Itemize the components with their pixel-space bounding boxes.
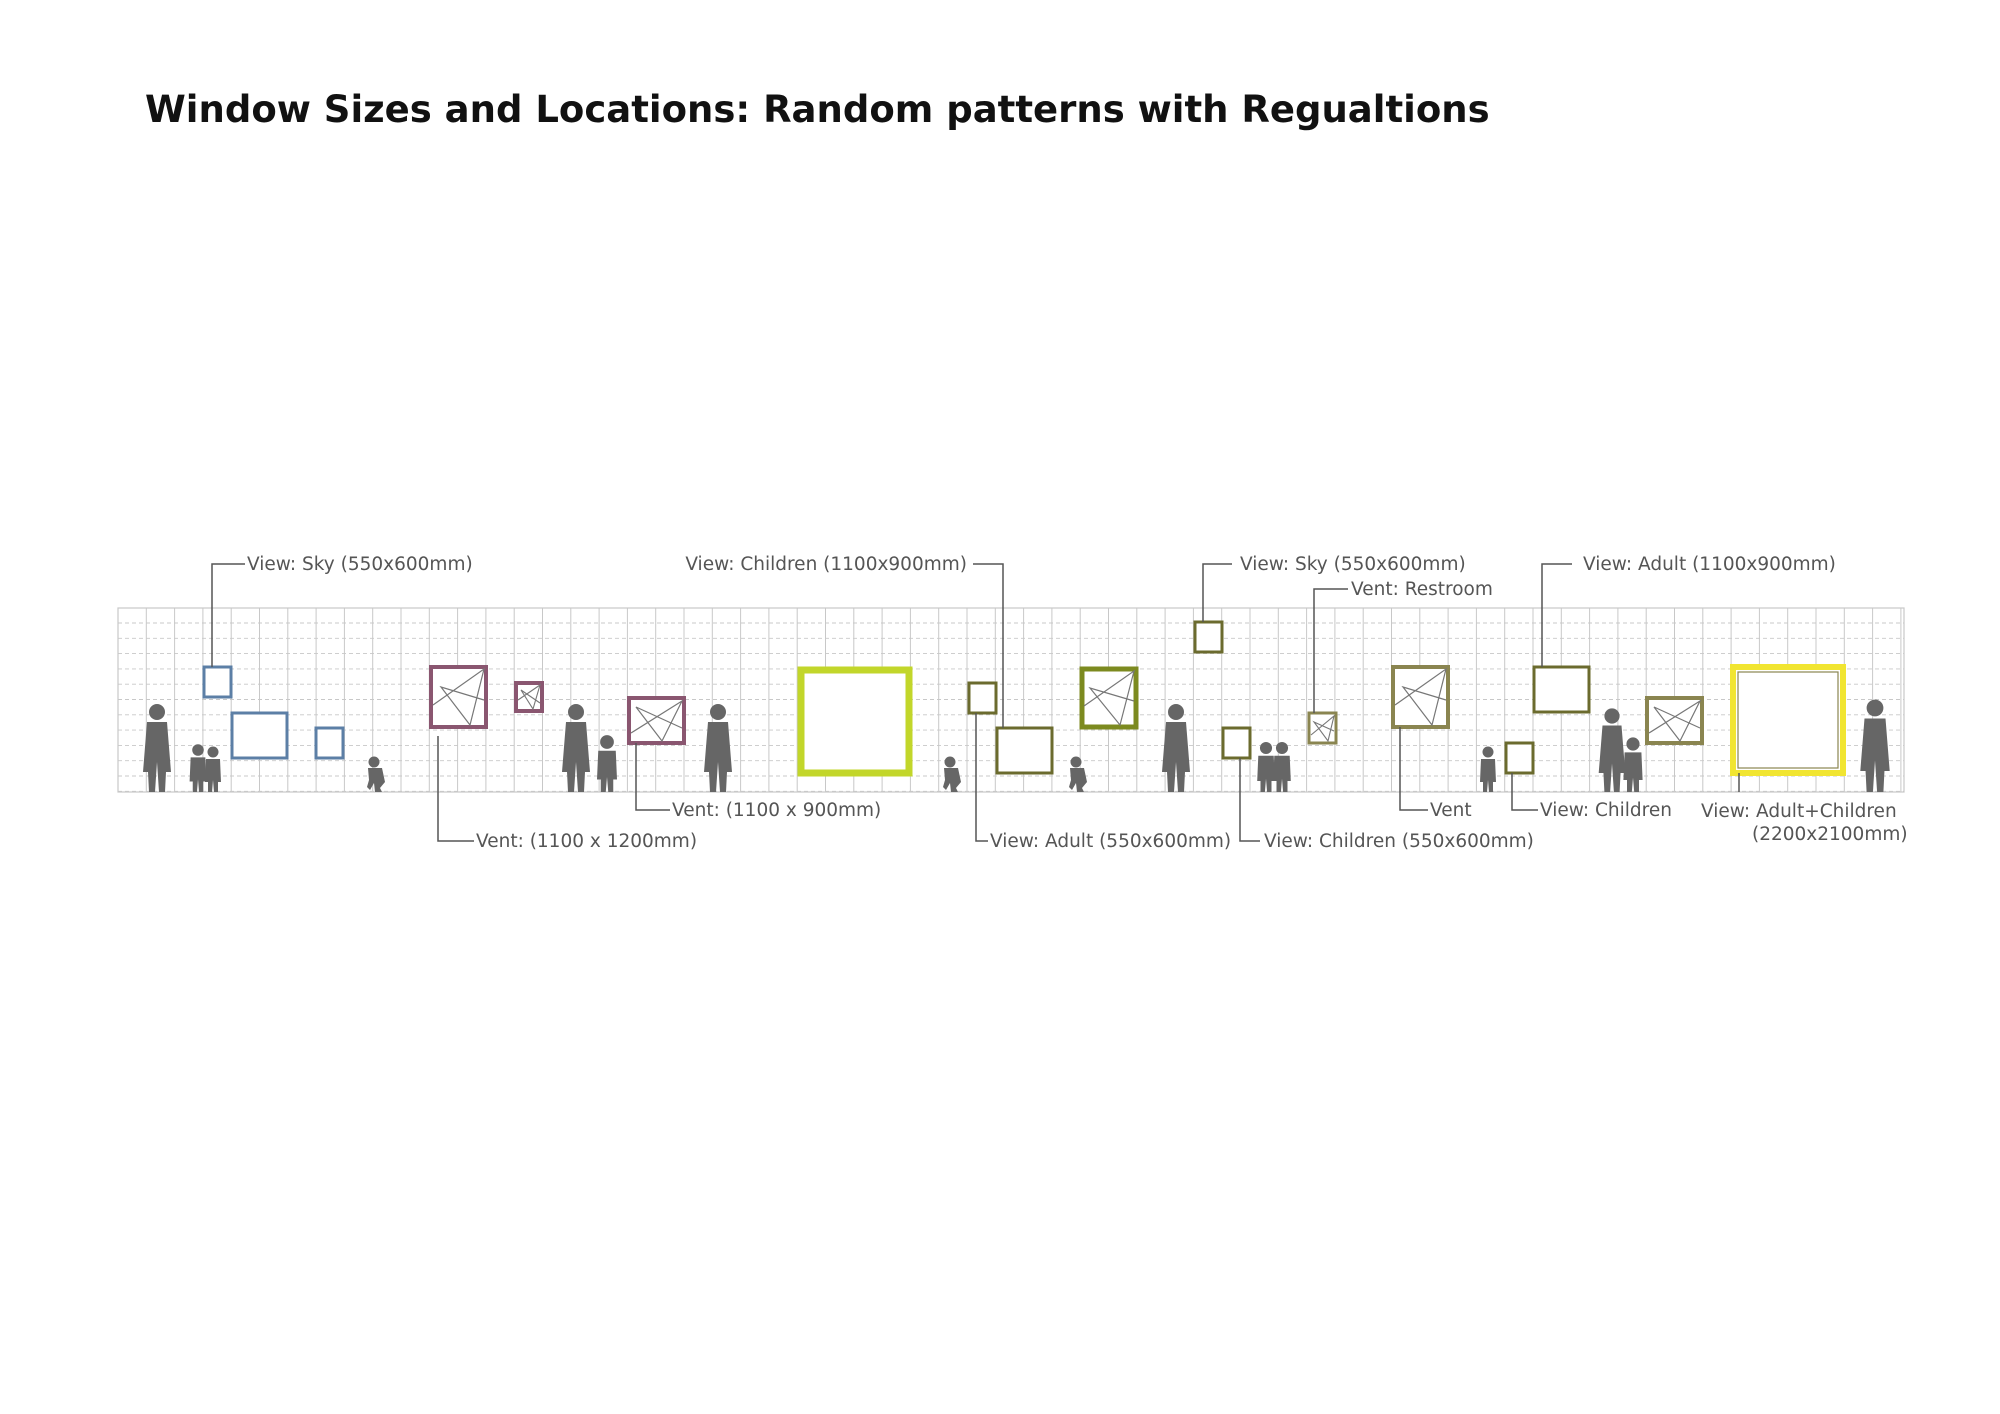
label-adult-550x600: View: Adult (550x600mm) xyxy=(990,831,1231,852)
label-adult-children-size: (2200x2100mm) xyxy=(1752,824,1908,845)
leader-lines xyxy=(211,563,1740,842)
adult-silhouette-icon xyxy=(143,704,171,792)
child-silhouette-icon xyxy=(1257,741,1275,792)
label-vent-restroom: Vent: Restroom xyxy=(1351,579,1493,600)
window-sky xyxy=(202,665,233,699)
child-silhouette-icon xyxy=(189,744,207,792)
grid-frame xyxy=(117,607,1905,793)
window-children-550x600 xyxy=(1221,726,1252,760)
window-children-large xyxy=(797,666,913,777)
child-silhouette-icon xyxy=(205,746,221,792)
crawling-child-silhouette-icon xyxy=(943,756,961,792)
label-vent-1100x900: Vent: (1100 x 900mm) xyxy=(672,800,881,821)
adult-silhouette-icon xyxy=(1860,699,1890,792)
label-sky-550x600: View: Sky (550x600mm) xyxy=(247,554,473,575)
adult-silhouette-icon xyxy=(704,704,732,792)
label-vent-1100x1200: Vent: (1100 x 1200mm) xyxy=(476,831,697,852)
window-view xyxy=(230,711,289,760)
label-vent: Vent xyxy=(1430,800,1472,821)
label-sky-550x600-right: View: Sky (550x600mm) xyxy=(1240,554,1466,575)
crawling-child-silhouette-icon xyxy=(1069,756,1087,792)
window-vent-restroom xyxy=(1307,711,1338,745)
label-adult-1100x900: View: Adult (1100x900mm) xyxy=(1583,554,1836,575)
window-vent-1100x900 xyxy=(627,696,686,745)
window-sky xyxy=(1193,620,1224,654)
adult-silhouette-icon xyxy=(1162,704,1190,792)
window-children xyxy=(1504,741,1535,775)
window-vent-small xyxy=(514,681,544,713)
label-children-550x600: View: Children (550x600mm) xyxy=(1264,831,1534,852)
child-silhouette-icon xyxy=(1273,741,1291,792)
child-silhouette-icon xyxy=(1480,746,1496,792)
window-children-1100x900 xyxy=(967,681,998,715)
window-vent xyxy=(1391,665,1450,729)
window-adult-1100x900 xyxy=(1532,665,1591,714)
adult-with-child-silhouette-icon xyxy=(562,704,590,792)
label-children: View: Children xyxy=(1540,800,1672,821)
page-title: Window Sizes and Locations: Random patte… xyxy=(145,88,1490,131)
label-children-1100x900: View: Children (1100x900mm) xyxy=(685,554,967,575)
window-adult-550x600 xyxy=(995,726,1054,775)
windows xyxy=(202,620,1846,777)
label-adult-children: View: Adult+Children xyxy=(1701,801,1897,822)
adult-with-child-silhouette-icon xyxy=(1598,708,1626,792)
window-vent-lime xyxy=(1079,666,1139,730)
window-vent-1100x1200 xyxy=(429,665,488,729)
window-view xyxy=(314,726,345,760)
crawling-child-silhouette-icon xyxy=(367,756,385,792)
window-vent-wide xyxy=(1645,696,1704,745)
window-adult-children-large xyxy=(1730,664,1846,776)
child-silhouette-icon xyxy=(597,735,617,792)
